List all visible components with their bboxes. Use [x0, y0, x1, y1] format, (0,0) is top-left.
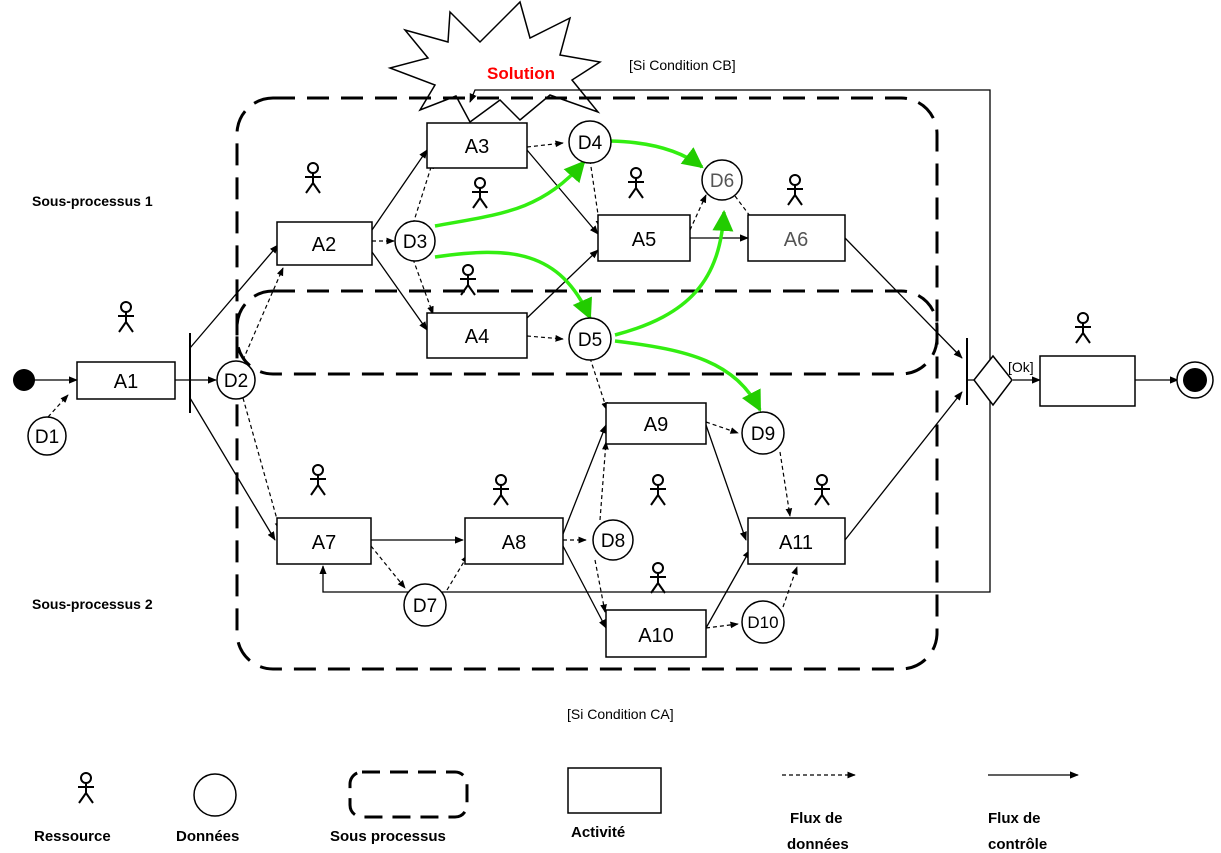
legend: Ressource Données Sous processus Activit… — [34, 767, 1079, 853]
subprocess-2-container — [235, 289, 939, 671]
resource-a5-icon — [627, 167, 645, 199]
data-d4 — [568, 120, 612, 164]
activity-a10 — [605, 609, 707, 658]
control-flows — [30, 149, 1179, 629]
activity-a11-label: A11 — [779, 532, 813, 554]
condition-ca-label: [Si Condition CA] — [567, 706, 674, 722]
resource-a6-icon — [786, 174, 804, 206]
legend-resource-label: Ressource — [34, 828, 111, 845]
data-d3-label: D3 — [403, 232, 427, 253]
data-d5-label: D5 — [578, 330, 602, 351]
resource-a9-icon — [649, 474, 667, 506]
condition-ok-label: [Ok] — [1008, 359, 1034, 375]
legend-activity-icon — [567, 767, 662, 814]
subprocess-1-label: Sous-processus 1 — [32, 193, 153, 209]
data-d9 — [741, 411, 785, 455]
activity-a5-label: A5 — [632, 229, 656, 251]
end-node-inner — [1183, 368, 1207, 392]
resource-a1-icon — [117, 301, 135, 333]
solution-label: Solution — [487, 64, 555, 83]
resource-a11-icon — [813, 474, 831, 506]
resource-final-icon — [1074, 312, 1092, 344]
activity-a8-label: A8 — [502, 532, 526, 554]
loop-back-top — [469, 89, 991, 381]
data-d8-label: D8 — [601, 531, 625, 552]
subprocess-2-label: Sous-processus 2 — [32, 596, 153, 612]
resource-a8-icon — [492, 474, 510, 506]
subprocess-1-container — [235, 96, 939, 376]
activity-a1-label: A1 — [114, 371, 138, 393]
activity-a10-label: A10 — [638, 625, 674, 647]
data-d6-label: D6 — [710, 171, 734, 192]
legend-subprocess-label: Sous processus — [330, 828, 446, 845]
data-d1 — [27, 416, 67, 456]
condition-cb-label: [Si Condition CB] — [629, 57, 736, 73]
data-d2-label: D2 — [224, 371, 248, 392]
data-d8 — [592, 519, 634, 561]
activity-a4 — [426, 312, 528, 359]
activity-a2 — [276, 221, 373, 266]
data-d6 — [701, 159, 743, 201]
data-d4-label: D4 — [578, 133, 603, 154]
legend-data-icon — [193, 773, 237, 817]
activity-a5 — [597, 214, 691, 262]
activity-a7-label: A7 — [312, 532, 336, 554]
activity-a1 — [76, 361, 176, 400]
solution-burst: Solution — [387, 0, 603, 124]
legend-data-label: Données — [176, 828, 239, 845]
data-d7 — [403, 583, 447, 627]
legend-control-flow-label-1: Flux de — [988, 810, 1041, 827]
data-objects: D1 D2 D3 D4 D5 D6 D7 D8 D9 D10 — [27, 120, 785, 644]
legend-activity-label: Activité — [571, 824, 625, 841]
resource-a3-icon — [471, 177, 489, 209]
activity-a9-label: A9 — [644, 414, 668, 436]
legend-control-flow-label-2: contrôle — [988, 836, 1047, 853]
legend-data-flow-label-1: Flux de — [790, 810, 843, 827]
activity-a8 — [464, 517, 564, 565]
activity-final — [1039, 355, 1136, 407]
data-d10-label: D10 — [747, 613, 778, 632]
data-d3 — [394, 220, 436, 262]
data-d2 — [216, 360, 256, 400]
data-d7-label: D7 — [413, 596, 437, 617]
activity-a9 — [605, 402, 707, 445]
loop-back-bottom — [319, 380, 991, 593]
activity-a7 — [276, 517, 372, 565]
activity-a11 — [747, 517, 846, 565]
legend-data-flow-label-2: données — [787, 836, 849, 853]
resource-a10-icon — [649, 562, 667, 594]
legend-resource-icon — [77, 772, 95, 804]
activity-a3 — [426, 122, 528, 169]
start-node — [13, 369, 35, 391]
data-d1-label: D1 — [35, 427, 59, 448]
legend-subprocess-icon — [348, 770, 469, 819]
data-d9-label: D9 — [751, 424, 775, 445]
activity-a2-label: A2 — [312, 234, 336, 256]
activity-a3-label: A3 — [465, 136, 489, 158]
activities: A1 A2 A3 A4 A5 A6 A7 A8 A9 A10 A11 — [76, 122, 1136, 658]
data-d5 — [568, 317, 612, 361]
resource-a2-icon — [304, 162, 322, 194]
activity-a6 — [747, 214, 846, 262]
resource-a7-icon — [309, 464, 327, 496]
solution-flows — [434, 139, 762, 412]
data-flows — [47, 140, 798, 629]
activity-a6-label: A6 — [784, 229, 808, 251]
activity-a4-label: A4 — [465, 326, 489, 348]
decision-diamond — [973, 354, 1013, 407]
data-d10 — [741, 600, 785, 644]
